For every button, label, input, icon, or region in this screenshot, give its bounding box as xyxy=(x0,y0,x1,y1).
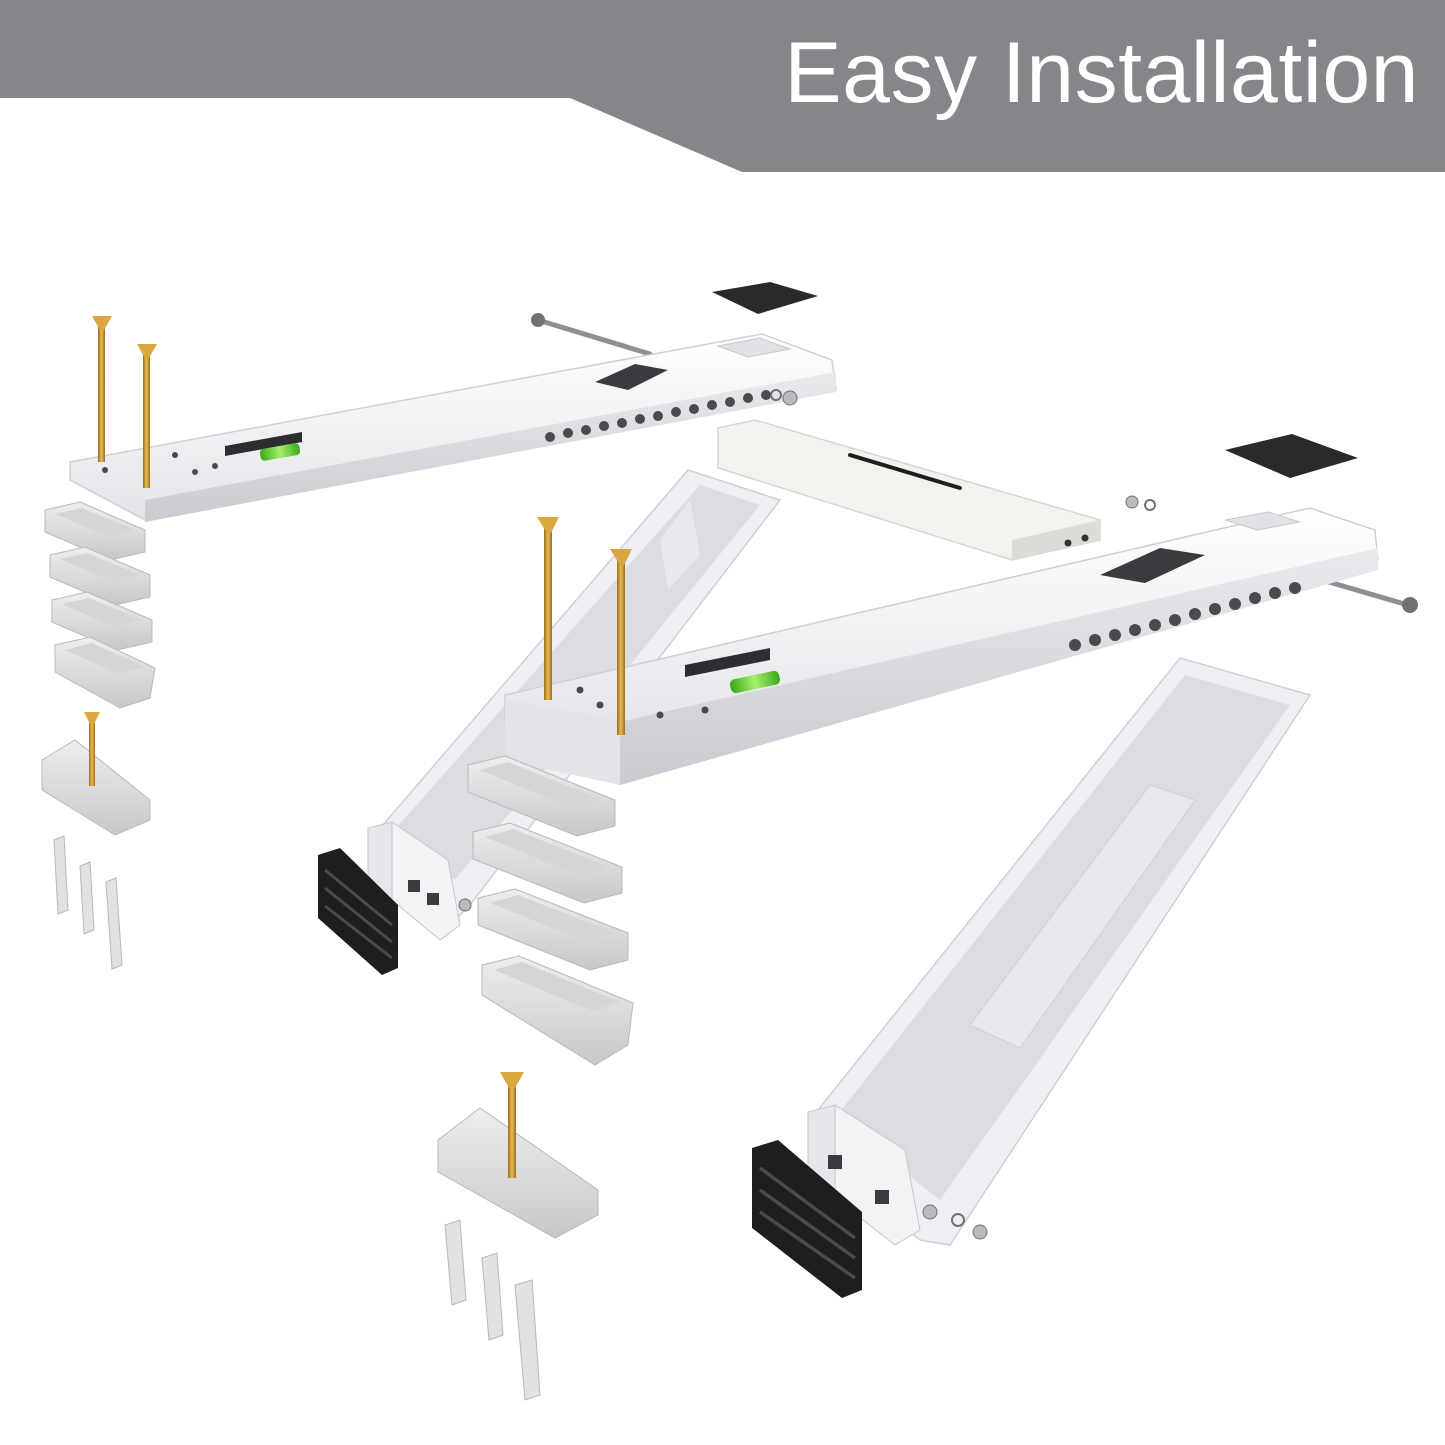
black-pad-icon xyxy=(1225,434,1358,478)
wood-screw-icon xyxy=(537,517,559,700)
wood-screw-icon xyxy=(92,316,112,462)
spacer-block-icon xyxy=(51,591,153,651)
spacer-block-icon xyxy=(49,546,151,606)
hex-bolt-icon xyxy=(770,389,798,406)
bubble-level-icon xyxy=(730,670,780,694)
right-top-rail-bracket xyxy=(504,507,1379,785)
wood-screw-icon xyxy=(137,344,157,488)
right-support-arm xyxy=(807,657,1312,1246)
spacer-block-icon xyxy=(437,1107,599,1239)
wall-anchor-icon xyxy=(79,861,95,935)
rubber-foot-pad-icon xyxy=(752,1140,862,1298)
hex-bolt-icon xyxy=(1125,495,1156,511)
page-title: Easy Installation xyxy=(784,25,1419,121)
header-banner xyxy=(0,0,1445,175)
spacer-block-icon xyxy=(44,501,146,561)
wood-screw-icon xyxy=(500,1072,524,1178)
spacer-block-icon xyxy=(54,636,156,709)
wall-anchor-icon xyxy=(444,1219,467,1306)
wall-anchor-icon xyxy=(105,877,123,970)
spacer-block-icon xyxy=(477,888,629,971)
spacer-block-icon xyxy=(467,755,616,837)
hex-bolt-icon xyxy=(531,313,653,357)
black-pad-icon xyxy=(712,282,818,314)
wood-screw-icon xyxy=(84,712,100,786)
spacer-block-icon xyxy=(481,955,634,1066)
bubble-level-icon xyxy=(259,443,301,461)
wall-anchor-icon xyxy=(481,1252,504,1341)
left-top-rail-bracket xyxy=(69,333,837,522)
hex-bolt-icon xyxy=(951,1213,988,1240)
spacer-block-icon xyxy=(472,822,623,904)
wall-anchor-icon xyxy=(53,835,69,915)
rubber-foot-pad-icon xyxy=(318,848,398,975)
banner-shape xyxy=(0,0,1445,172)
center-crossbar xyxy=(717,419,1101,561)
spacer-block-icon xyxy=(41,739,151,836)
wall-anchor-icon xyxy=(514,1279,541,1401)
wood-screw-icon xyxy=(610,549,632,735)
